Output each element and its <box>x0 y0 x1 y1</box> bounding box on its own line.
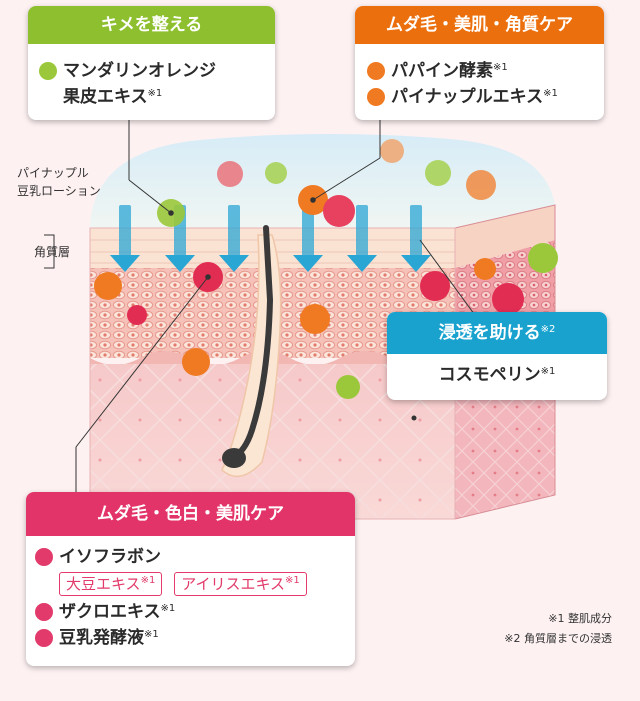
orange-dot-icon <box>367 88 385 106</box>
footnote-2: ※2 角質層までの浸透 <box>504 632 612 645</box>
stratum-label: 角質層 <box>34 245 71 259</box>
card-hair-white-skin-title: ムダ毛・色白・美肌ケア <box>26 492 355 536</box>
card-texture-title: キメを整える <box>28 6 275 44</box>
ingredient-name: コスモペリン <box>438 365 541 385</box>
footnote-mark: ※1 <box>160 603 176 614</box>
list-item: パイナップルエキス※1 <box>367 84 590 110</box>
card-hair-skin-keratin-title: ムダ毛・美肌・角質ケア <box>355 6 604 44</box>
card-texture-body: マンダリンオレンジ 果皮エキス※1 <box>28 44 275 120</box>
orange-dot-icon <box>367 62 385 80</box>
tag-iris-extract: アイリスエキス※1 <box>174 572 307 596</box>
list-item: イソフラボン <box>35 544 341 570</box>
crimson-dot-icon <box>35 603 53 621</box>
card-hair-skin-keratin: ムダ毛・美肌・角質ケア パパイン酵素※1 パイナップルエキス※1 <box>355 6 604 120</box>
card-hair-skin-keratin-body: パパイン酵素※1 パイナップルエキス※1 <box>355 44 604 120</box>
card-penetration-body: コスモペリン※1 <box>387 354 607 398</box>
card-texture: キメを整える マンダリンオレンジ 果皮エキス※1 <box>28 6 275 120</box>
list-item: コスモペリン※1 <box>401 362 593 388</box>
list-item: パパイン酵素※1 <box>367 58 590 84</box>
ingredient-name: パパイン酵素 <box>391 61 493 81</box>
footnote-mark: ※1 <box>144 629 159 640</box>
list-item: 豆乳発酵液※1 <box>35 625 341 651</box>
list-item: マンダリンオレンジ 果皮エキス※1 <box>39 58 261 110</box>
footnote-mark: ※1 <box>540 366 556 377</box>
crimson-dot-icon <box>35 629 53 647</box>
card-hair-white-skin: ムダ毛・色白・美肌ケア イソフラボン 大豆エキス※1 アイリスエキス※1 ザクロ… <box>26 492 355 666</box>
ingredient-name-2: 果皮エキス※1 <box>63 87 163 107</box>
card-hair-white-skin-body: イソフラボン 大豆エキス※1 アイリスエキス※1 ザクロエキス※1 豆乳発酵液※… <box>26 536 355 661</box>
ingredient-name: 豆乳発酵液 <box>59 628 144 648</box>
tag-soy-extract: 大豆エキス※1 <box>59 572 163 596</box>
lotion-label: パイナップル 豆乳ローション <box>17 166 101 198</box>
ingredient-name: ザクロエキス <box>59 602 161 622</box>
footnote-mark: ※1 <box>493 62 508 73</box>
ingredient-name: パイナップルエキス <box>391 87 544 107</box>
ingredient-name: マンダリンオレンジ <box>63 61 216 81</box>
footnote-mark: ※2 <box>540 324 556 335</box>
footnote-1: ※1 整肌成分 <box>548 612 612 625</box>
sub-ingredient-tags: 大豆エキス※1 アイリスエキス※1 <box>35 571 341 597</box>
green-dot-icon <box>39 62 57 80</box>
footnote-mark: ※1 <box>147 88 163 99</box>
card-penetration: 浸透を助ける※2 コスモペリン※1 <box>387 312 607 400</box>
list-item: ザクロエキス※1 <box>35 599 341 625</box>
crimson-dot-icon <box>35 548 53 566</box>
card-penetration-title: 浸透を助ける※2 <box>387 312 607 354</box>
footnote-mark: ※1 <box>543 88 558 99</box>
ingredient-name: イソフラボン <box>59 547 161 567</box>
